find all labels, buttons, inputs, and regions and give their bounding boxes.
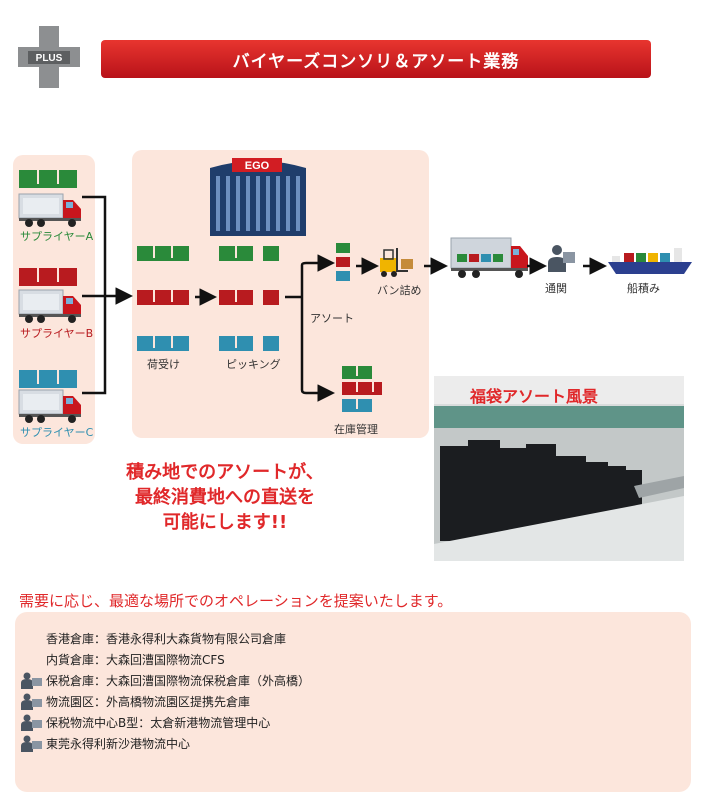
operations-heading: 需要に応じ、最適な場所でのオペレーションを提案いたします。 [19, 592, 453, 610]
customs-officer-icon [548, 245, 575, 272]
truck-icon [18, 389, 82, 424]
truck-icon [18, 289, 82, 324]
supplier-c-pallets [19, 370, 77, 388]
location-item: 保税物流中心B型：太倉新港物流管理中心 [20, 712, 310, 733]
customs-officer-icon [20, 735, 44, 753]
container-truck-icon [450, 237, 528, 278]
supplier-b-label: サプライヤーB [20, 327, 94, 340]
van-loading-label: バン詰め [377, 284, 422, 297]
flow-diagram: EGO [18, 158, 692, 424]
inventory-label: 在庫管理 [334, 423, 378, 436]
location-list: 香港倉庫：香港永得利大森貨物有限公司倉庫 内貨倉庫：大森回漕国際物流CFS 保税… [20, 628, 310, 754]
building-icon: EGO [210, 158, 306, 236]
supplier-b-pallets [19, 268, 77, 286]
slogan-line-1: 積み地でのアソートが、 [126, 462, 324, 483]
truck-icon [18, 193, 82, 228]
plus-badge: PLUS [18, 26, 80, 88]
forklift-icon [380, 248, 413, 277]
supplier-a-pallets [19, 170, 77, 188]
photo-label: 福袋アソート風景 [470, 387, 599, 406]
building-label: EGO [245, 160, 270, 172]
slogan: 積み地でのアソートが、 最終消費地への直送を 可能にします!! [95, 460, 355, 535]
assort-pallet-stack [336, 243, 350, 281]
receiving-label: 荷受け [147, 358, 180, 371]
location-item: 内貨倉庫：大森回漕国際物流CFS [46, 653, 225, 667]
picking-label: ピッキング [226, 358, 281, 371]
location-item: 東莞永得利新沙港物流中心 [20, 733, 310, 754]
supplier-a-label: サプライヤーA [20, 230, 94, 243]
slogan-line-3: 可能にします!! [162, 512, 288, 533]
location-item: 香港倉庫：香港永得利大森貨物有限公司倉庫 [46, 632, 287, 646]
customs-label: 通関 [545, 282, 567, 295]
picking-pallets [219, 246, 279, 351]
page-title: バイヤーズコンソリ＆アソート業務 [101, 40, 651, 78]
customs-officer-icon [20, 693, 44, 711]
assort-label: アソート [310, 312, 354, 325]
customs-officer-icon [20, 714, 44, 732]
locations-panel [15, 612, 691, 792]
supplier-c-label: サプライヤーC [20, 426, 94, 439]
inventory-pallet-stack [342, 366, 382, 412]
customs-officer-icon [20, 672, 44, 690]
shipping-label: 船積み [627, 282, 660, 295]
receiving-pallets [137, 246, 189, 351]
plus-badge-label: PLUS [36, 53, 63, 64]
slogan-line-2: 最終消費地への直送を [135, 487, 315, 508]
assort-photo [434, 376, 684, 561]
location-item: 保税倉庫：大森回漕国際物流保税倉庫（外高橋） [20, 670, 310, 691]
location-item: 物流園区：外高橋物流園区提携先倉庫 [20, 691, 310, 712]
ship-icon [608, 248, 692, 274]
